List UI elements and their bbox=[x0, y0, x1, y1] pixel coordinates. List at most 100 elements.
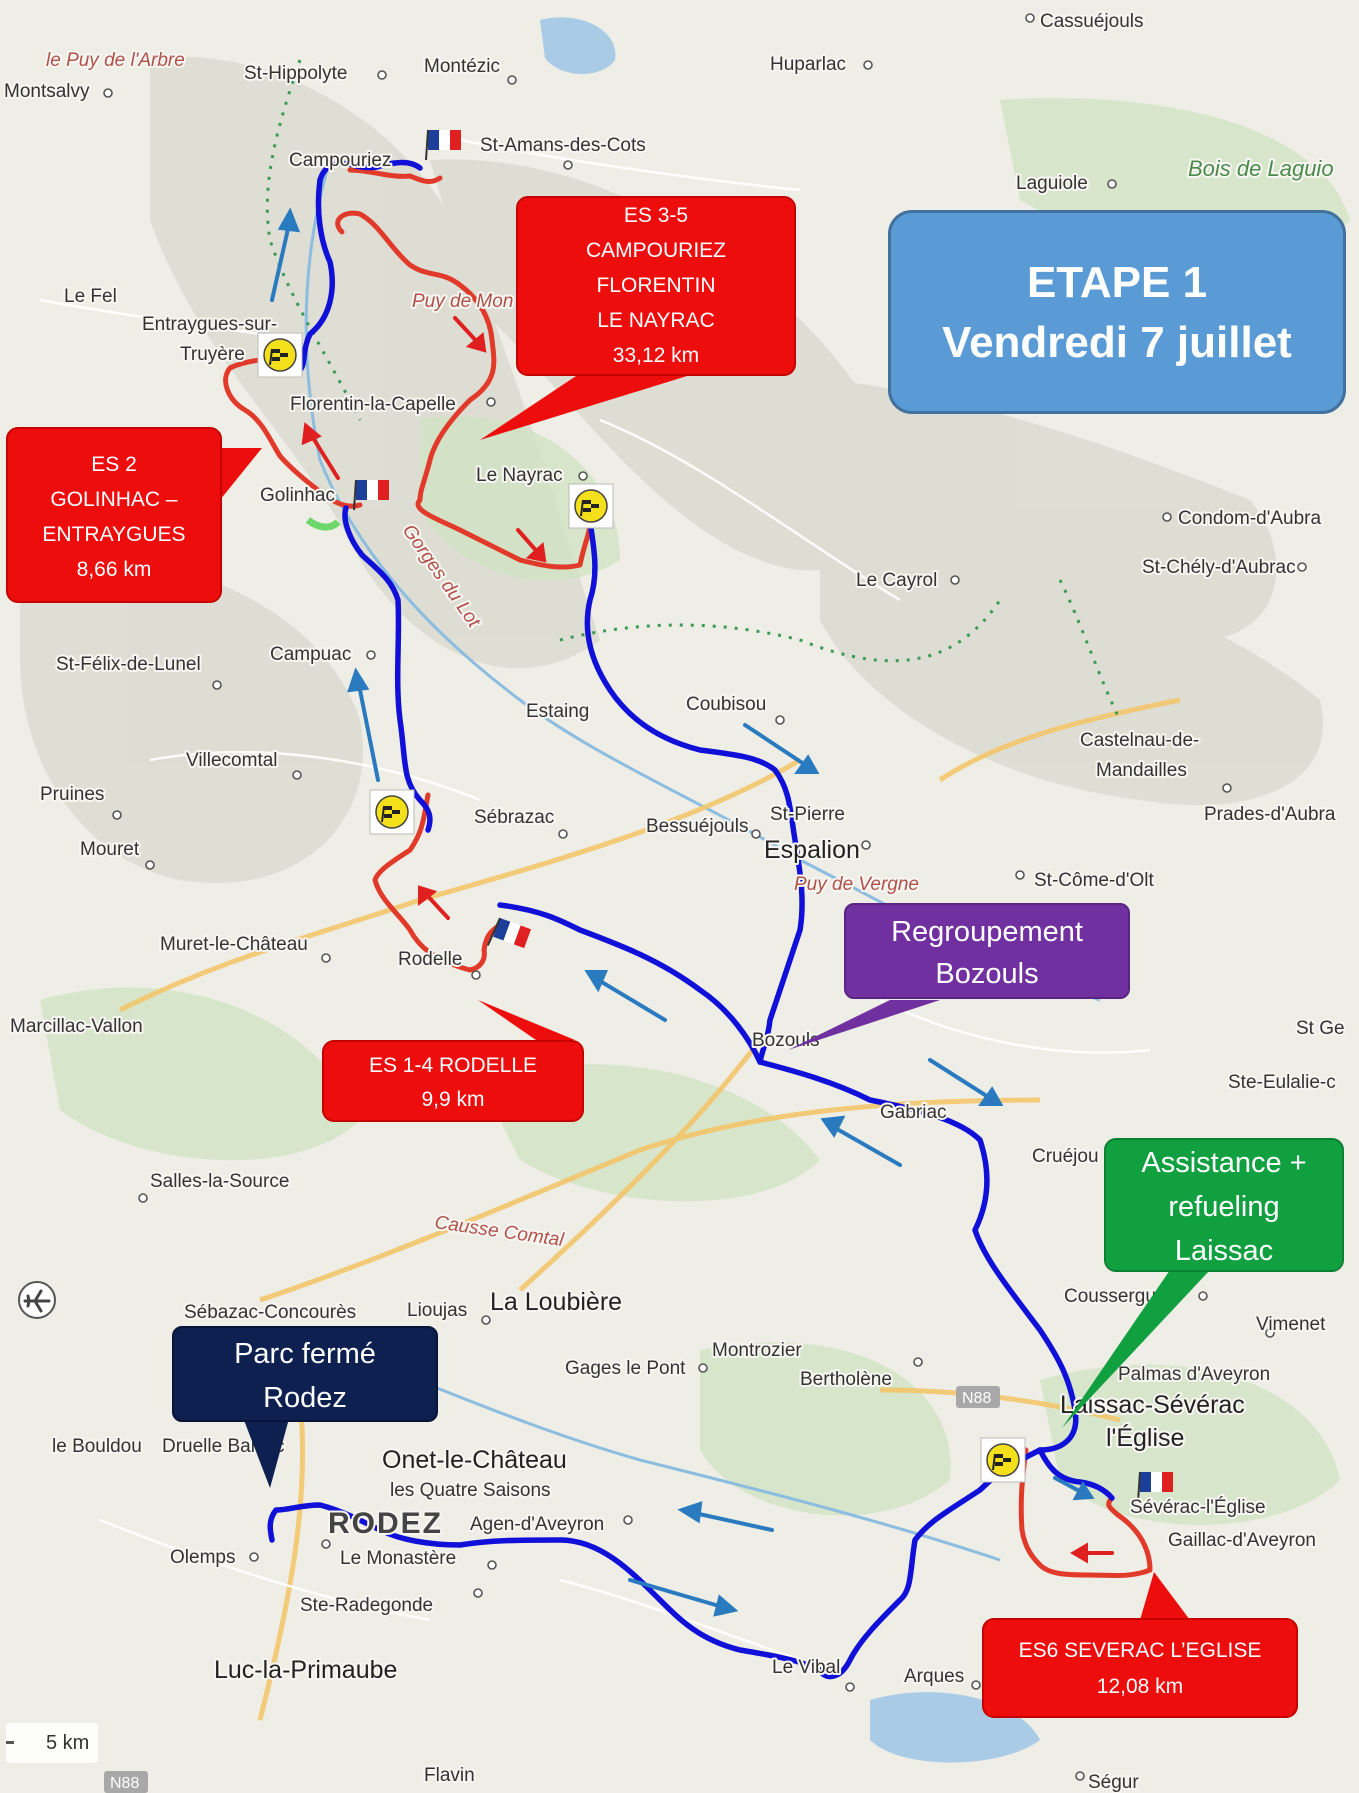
place-label: St Ge bbox=[1296, 1018, 1345, 1039]
callout-line: GOLINHAC – bbox=[50, 488, 178, 511]
place-label: Estaing bbox=[526, 701, 589, 722]
place-label: Florentin-la-Capelle bbox=[290, 394, 456, 415]
callout-assistance[interactable]: Assistance + refueling Laissac bbox=[1104, 1138, 1344, 1272]
stage-es1-4-route bbox=[372, 792, 503, 973]
place-label: Montsalvy bbox=[4, 81, 90, 102]
direction-arrow-icon bbox=[743, 723, 820, 774]
place-label: Cassuéjouls bbox=[1040, 11, 1144, 32]
callout-line: ES6 SEVERAC L’EGLISE bbox=[1018, 1639, 1262, 1662]
place-label: Montrozier bbox=[712, 1340, 802, 1361]
direction-arrow-icon bbox=[1070, 1542, 1114, 1564]
french-flag-icon[interactable] bbox=[1137, 1471, 1173, 1503]
place-label: Sévérac-l'Église bbox=[1130, 1497, 1266, 1518]
place-label: Mouret bbox=[80, 839, 140, 860]
special-stages bbox=[223, 167, 1153, 1579]
place-label: Sébazac-Concourès bbox=[184, 1302, 356, 1323]
french-flag-icon[interactable] bbox=[425, 129, 461, 161]
place-label: Onet-le-Château bbox=[382, 1446, 567, 1474]
place-labels: Cassuéjouls le Puy de l'Arbre St-Hippoly… bbox=[2, 9, 1347, 1793]
stage-es2-route bbox=[223, 347, 363, 509]
place-label: Campouriez bbox=[289, 150, 391, 171]
place-label: Sébrazac bbox=[474, 807, 554, 828]
place-label: St-Hippolyte bbox=[244, 63, 348, 84]
place-label: Huparlac bbox=[770, 54, 846, 75]
direction-arrow-icon bbox=[820, 1115, 902, 1167]
callout-line: ES 3-5 bbox=[623, 204, 689, 227]
scale-label: 5 km bbox=[46, 1732, 90, 1754]
place-label: Le Fel bbox=[64, 286, 117, 307]
place-label: Luc-la-Primaube bbox=[214, 1656, 397, 1684]
callout-pointers bbox=[215, 360, 1210, 1620]
callout-line: ENTRAYGUES bbox=[42, 523, 186, 546]
direction-arrow-icon bbox=[347, 667, 380, 782]
place-label: Marcillac-Vallon bbox=[10, 1016, 143, 1037]
place-label: Entraygues-sur- bbox=[142, 314, 277, 335]
place-label: Flavin bbox=[424, 1765, 475, 1786]
place-label: St-Côme-d'Olt bbox=[1034, 870, 1154, 891]
french-flag-icon[interactable] bbox=[486, 917, 532, 957]
finish-flag-icon[interactable] bbox=[980, 1437, 1026, 1483]
place-label: Gabriac bbox=[880, 1102, 947, 1123]
place-label: Pruines bbox=[40, 784, 104, 805]
place-label: Cruéjou bbox=[1032, 1146, 1099, 1167]
place-label: Muret-le-Château bbox=[160, 934, 308, 955]
callout-es1-4[interactable]: ES 1-4 RODELLE 9,9 km bbox=[322, 1040, 584, 1122]
map-scale: 5 km bbox=[6, 1723, 98, 1763]
stage-title: ETAPE 1 bbox=[1026, 258, 1208, 307]
finish-flag-icon[interactable] bbox=[568, 483, 614, 529]
direction-arrow-icon bbox=[453, 316, 487, 353]
callout-line: Parc fermé bbox=[234, 1338, 376, 1370]
place-label: St-Chély-d'Aubrac bbox=[1142, 557, 1296, 578]
place-label: les Quatre Saisons bbox=[390, 1480, 551, 1501]
stage-title-box: ETAPE 1 Vendredi 7 juillet bbox=[888, 210, 1346, 414]
place-label: La Loubière bbox=[490, 1288, 622, 1316]
place-label: Le Nayrac bbox=[476, 465, 563, 486]
place-label: St-Pierre bbox=[770, 804, 845, 825]
place-label: Golinhac bbox=[260, 485, 335, 506]
airport-icon[interactable] bbox=[18, 1281, 56, 1319]
direction-arrow-icon bbox=[301, 422, 340, 480]
french-flag-icon[interactable] bbox=[353, 479, 389, 511]
callout-es3-5[interactable]: ES 3-5 CAMPOURIEZ FLORENTIN LE NAYRAC 33… bbox=[516, 196, 796, 376]
road-shield-n88: N88 bbox=[104, 1771, 148, 1793]
place-label: St-Félix-de-Lunel bbox=[56, 654, 201, 675]
callout-line: CAMPOURIEZ bbox=[585, 239, 726, 262]
callout-es6[interactable]: ES6 SEVERAC L’EGLISE 12,08 km bbox=[982, 1618, 1298, 1718]
finish-flag-icon[interactable] bbox=[369, 789, 415, 835]
direction-arrow-icon bbox=[584, 970, 667, 1022]
place-label: Olemps bbox=[170, 1547, 235, 1568]
direction-arrow-icon bbox=[677, 1501, 774, 1532]
road-shield-n88: N88 bbox=[956, 1386, 1000, 1408]
place-label: le Bouldou bbox=[52, 1436, 142, 1457]
place-label: Laguiole bbox=[1016, 173, 1088, 194]
place-label: Truyère bbox=[180, 344, 245, 365]
place-label: Palmas d'Aveyron bbox=[1118, 1364, 1270, 1385]
place-label: Espalion bbox=[764, 836, 860, 864]
place-label: Villecomtal bbox=[186, 750, 278, 771]
place-label: Arques bbox=[904, 1666, 964, 1687]
callout-line: Regroupement bbox=[891, 916, 1083, 948]
place-dots bbox=[103, 13, 1307, 1781]
callout-line: ES 1-4 RODELLE bbox=[368, 1054, 538, 1077]
callout-es2[interactable]: ES 2 GOLINHAC – ENTRAYGUES 8,66 km bbox=[6, 427, 222, 603]
place-label: Montézic bbox=[424, 56, 500, 77]
place-label: Puy de Vergne bbox=[794, 874, 919, 895]
place-label: Bessuéjouls bbox=[646, 816, 748, 837]
place-label: Puy de Mon bbox=[412, 291, 513, 312]
callout-line: 33,12 km bbox=[612, 344, 700, 367]
callout-parc-ferme[interactable]: Parc fermé Rodez bbox=[172, 1326, 438, 1422]
callout-line: refueling bbox=[1168, 1191, 1280, 1223]
place-label: Lioujas bbox=[407, 1300, 467, 1321]
stage-date: Vendredi 7 juillet bbox=[942, 318, 1292, 367]
place-label: St-Amans-des-Cots bbox=[480, 135, 646, 156]
place-label: Salles-la-Source bbox=[150, 1171, 289, 1192]
callout-line: ES 2 bbox=[91, 453, 137, 476]
callout-line: 8,66 km bbox=[76, 558, 152, 581]
callout-regroupement[interactable]: Regroupement Bozouls bbox=[844, 903, 1130, 999]
finish-flag-icon[interactable] bbox=[257, 332, 303, 378]
place-label: Gaillac-d'Aveyron bbox=[1168, 1530, 1316, 1551]
callout-line: Laissac bbox=[1174, 1235, 1274, 1267]
direction-arrow-icon bbox=[418, 885, 450, 920]
svg-text:N88: N88 bbox=[962, 1390, 991, 1407]
